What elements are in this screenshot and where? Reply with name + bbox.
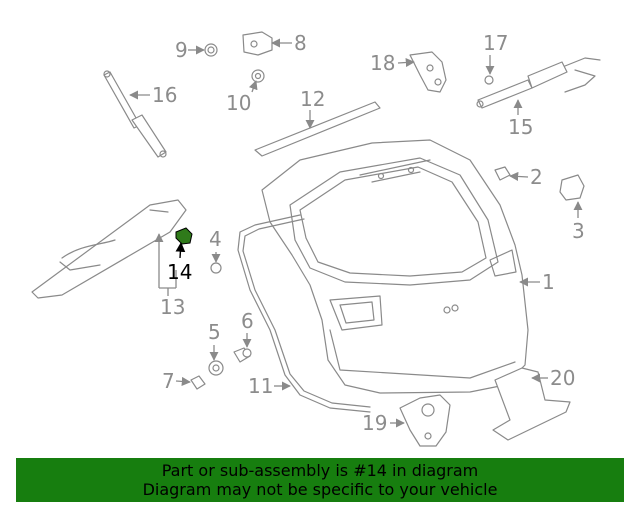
callout-3: 3 bbox=[572, 219, 585, 243]
callout-18: 18 bbox=[370, 51, 395, 75]
latch-part-8 bbox=[242, 31, 273, 56]
callout-12: 12 bbox=[300, 87, 325, 111]
callout-14: 14 bbox=[167, 260, 192, 284]
callout-9: 9 bbox=[175, 38, 188, 62]
callout-11: 11 bbox=[248, 374, 273, 398]
callout-15: 15 bbox=[508, 115, 533, 139]
callout-17: 17 bbox=[483, 31, 508, 55]
bumper-part-2 bbox=[494, 166, 511, 181]
info-banner: Part or sub-assembly is #14 in diagram D… bbox=[16, 458, 624, 502]
liftgate-part bbox=[261, 139, 529, 394]
callout-5: 5 bbox=[208, 320, 221, 344]
callout-10: 10 bbox=[226, 91, 251, 115]
callout-arrows bbox=[129, 38, 583, 428]
hinge-part-18 bbox=[409, 51, 447, 93]
banner-line-2: Diagram may not be specific to your vehi… bbox=[142, 480, 498, 499]
gas-strut-part bbox=[103, 70, 167, 158]
screw-part-17 bbox=[484, 75, 494, 85]
switch-part-3 bbox=[559, 174, 585, 201]
callout-7: 7 bbox=[162, 369, 175, 393]
callout-2: 2 bbox=[530, 165, 543, 189]
trim-panel-part bbox=[31, 199, 187, 299]
bumper-part-highlighted bbox=[175, 227, 193, 245]
callout-1: 1 bbox=[542, 270, 555, 294]
bolt-part-6 bbox=[233, 347, 252, 363]
callout-4: 4 bbox=[209, 227, 222, 251]
callout-6: 6 bbox=[241, 309, 254, 333]
callout-19: 19 bbox=[362, 411, 387, 435]
callout-20: 20 bbox=[550, 366, 575, 390]
banner-line-1: Part or sub-assembly is #14 in diagram bbox=[161, 461, 479, 480]
callout-8: 8 bbox=[294, 31, 307, 55]
highlighted-part bbox=[175, 227, 193, 245]
seal-ring-part-4 bbox=[210, 262, 222, 274]
weatherstrip-seal-part bbox=[237, 214, 371, 413]
parts-diagram: 1 2 3 4 5 6 7 8 9 10 11 12 13 14 15 16 1… bbox=[31, 31, 601, 447]
washer-part-5 bbox=[208, 360, 224, 376]
spoiler-strip-part bbox=[254, 101, 381, 157]
grommet-part-10 bbox=[251, 69, 265, 83]
callout-16: 16 bbox=[152, 83, 177, 107]
latch-assembly-part-19 bbox=[399, 394, 451, 447]
plate-part-20 bbox=[492, 367, 571, 441]
bolt-part-9 bbox=[204, 43, 218, 57]
callout-13: 13 bbox=[160, 295, 185, 319]
power-strut-part bbox=[476, 57, 601, 109]
clip-part-7 bbox=[190, 375, 206, 390]
